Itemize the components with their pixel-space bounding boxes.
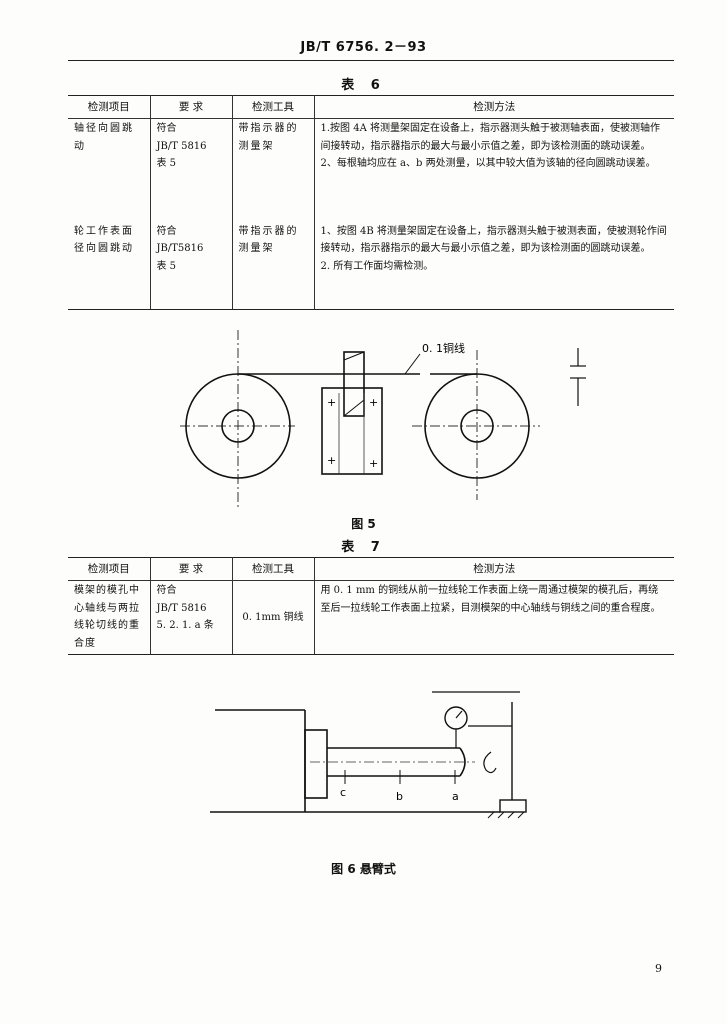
table6-header-item: 检测项目 — [68, 94, 151, 120]
right-wheel-hub — [460, 409, 494, 443]
table6-cell-item: 轮工作表面径向圆跳动 — [68, 221, 151, 311]
table6-header-requirement: 要 求 — [149, 94, 233, 120]
table7-header-method: 检测方法 — [313, 556, 674, 582]
figure5-caption: 图 5 — [351, 517, 376, 531]
bolt-mark: + — [327, 396, 336, 409]
figure6-drawing: c b a — [210, 691, 527, 819]
die-insert — [343, 351, 365, 417]
table6-header-row: 检测项目 要 求 检测工具 检测方法 — [68, 94, 674, 120]
standard-code: JB/T 6756. 2－93 — [300, 40, 427, 55]
table7-header-requirement: 要 求 — [149, 556, 233, 582]
table6-cell-tool: 带指示器的测量架 — [231, 118, 315, 222]
left-wheel-hub — [221, 409, 255, 443]
ground-hatch — [517, 811, 525, 819]
header-rule — [68, 60, 674, 61]
clamp-curve — [483, 751, 497, 774]
die-insert-hatch — [343, 399, 365, 417]
table7-header-item: 检测项目 — [68, 556, 151, 582]
wire-leader-line — [404, 353, 421, 375]
table-row: 轮工作表面径向圆跳动 符合 JB/T5816 表 5 带指示器的测量架 1、按图… — [68, 221, 674, 311]
bolt-mark: + — [369, 457, 378, 470]
table6-cell-tool: 带指示器的测量架 — [231, 221, 315, 311]
table-row: 模架的模孔中心轴线与两拉线轮切线的重合度 符合 JB/T 5816 5. 2. … — [68, 580, 674, 656]
label-c: c — [340, 786, 346, 799]
die-insert-hatch — [343, 351, 365, 361]
die-holder-frame — [321, 387, 383, 475]
label-a: a — [452, 790, 459, 803]
table6: 检测项目 要 求 检测工具 检测方法 轴径向圆跳动 符合 JB/T 5816 表… — [68, 94, 674, 311]
dial-needle — [455, 710, 463, 719]
table7-cell-tool: 0. 1mm 铜线 — [231, 580, 315, 656]
table6-cell-requirement: 符合 JB/T5816 表 5 — [149, 221, 233, 311]
table6-caption: 表 6 — [341, 78, 386, 93]
bolt-mark: + — [369, 396, 378, 409]
table6-cell-method: 1、按图 4B 将测量架固定在设备上，指示器测头触于被测表面，使被测轮作间接转动… — [313, 221, 674, 311]
table7-cell-method: 用 0. 1 mm 的铜线从前一拉线轮工作表面上绕一周通过模架的模孔后，再绕至后… — [313, 580, 674, 656]
flange — [304, 729, 328, 799]
table7-cell-requirement: 符合 JB/T 5816 5. 2. 1. a 条 — [149, 580, 233, 656]
shaft-end — [459, 747, 466, 777]
table7-cell-item: 模架的模孔中心轴线与两拉线轮切线的重合度 — [68, 580, 151, 656]
table6-cell-item: 轴径向圆跳动 — [68, 118, 151, 222]
stand-base — [499, 799, 527, 813]
table7: 检测项目 要 求 检测工具 检测方法 模架的模孔中心轴线与两拉线轮切线的重合度 … — [68, 556, 674, 656]
figure6-caption: 图 6 悬臂式 — [331, 862, 396, 876]
table6-cell-method: 1.按图 4A 将测量架固定在设备上，指示器测头触于被测轴表面，使被测轴作间接转… — [313, 118, 674, 222]
table-row: 轴径向圆跳动 符合 JB/T 5816 表 5 带指示器的测量架 1.按图 4A… — [68, 118, 674, 222]
table6-header-method: 检测方法 — [313, 94, 674, 120]
table7-header-tool: 检测工具 — [231, 556, 315, 582]
wire-label: 0. 1铜线 — [422, 341, 465, 355]
ground-hatch — [497, 811, 505, 819]
ground-hatch — [487, 811, 495, 819]
bolt-mark: + — [327, 454, 336, 467]
ground-hatch — [507, 811, 515, 819]
label-b: b — [396, 790, 403, 803]
figure5-drawing: 0. 1铜线 + + + + — [180, 330, 586, 510]
table6-cell-requirement: 符合 JB/T 5816 表 5 — [149, 118, 233, 222]
table6-header-tool: 检测工具 — [231, 94, 315, 120]
table7-caption: 表 7 — [341, 540, 386, 555]
page-number: 9 — [655, 962, 662, 975]
table7-header-row: 检测项目 要 求 检测工具 检测方法 — [68, 556, 674, 582]
